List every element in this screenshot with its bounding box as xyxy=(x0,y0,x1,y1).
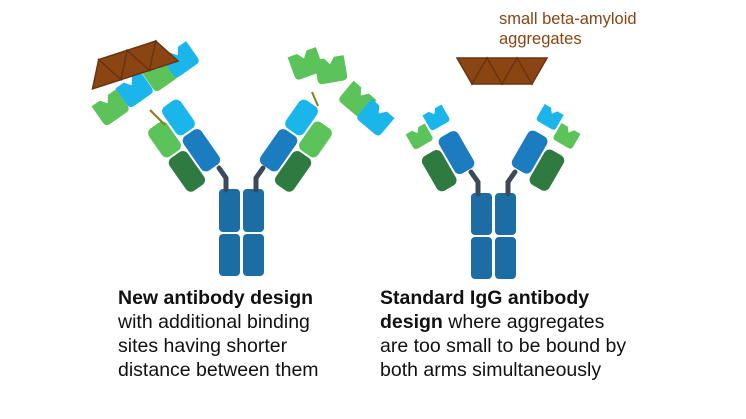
aggregate-free xyxy=(456,57,548,85)
aggregates-label-line1: small beta-amyloid xyxy=(499,10,637,28)
fc-heavy-left-upper xyxy=(219,189,240,232)
light-chain-cl-r xyxy=(274,151,312,192)
fc-std-left-lower xyxy=(471,237,492,279)
std-left-arm xyxy=(405,104,475,192)
new-design-line-3: distance between them xyxy=(118,359,319,381)
standard-design-line-3: are too small to be bound by xyxy=(380,335,627,357)
heavy-chain-vh-r xyxy=(285,99,318,136)
standard-design-line-4: both arms simultaneously xyxy=(380,359,602,381)
right-arm xyxy=(259,99,332,192)
new-antibody xyxy=(83,35,395,276)
fc-heavy-right-lower xyxy=(243,234,264,276)
standard-design-caption: Standard IgG antibody design where aggre… xyxy=(380,286,710,382)
standard-antibody xyxy=(405,57,581,279)
fc-heavy-right-upper xyxy=(243,189,264,232)
linker-right xyxy=(311,91,319,107)
aggregates-label-line2: aggregates xyxy=(499,30,582,48)
hinge-right xyxy=(253,165,266,193)
hinge-left xyxy=(216,165,229,193)
fc-std-right-upper xyxy=(495,193,516,235)
fc-std-left-upper xyxy=(471,193,492,235)
extra-binding-left xyxy=(91,41,201,127)
aggregates-label: small beta-amyloid aggregates xyxy=(499,9,637,49)
light-chain-cl xyxy=(168,151,206,192)
new-design-line-2: sites having shorter xyxy=(118,335,288,357)
standard-design-title-2: design xyxy=(380,311,443,333)
hinge-std-left xyxy=(468,169,481,197)
standard-design-title-1: Standard IgG antibody xyxy=(380,287,590,309)
heavy-chain-ch1 xyxy=(182,129,221,172)
left-arm xyxy=(148,99,221,192)
fc-heavy-left-lower xyxy=(219,234,240,276)
light-chain-vl xyxy=(148,121,181,158)
extra-binding-right xyxy=(287,47,395,138)
standard-design-line-2: design where aggregates xyxy=(380,310,710,334)
hinge-std-right xyxy=(505,169,518,197)
extra-vh-right xyxy=(314,55,348,85)
heavy-chain-vh xyxy=(162,99,195,136)
linker-left xyxy=(149,109,166,126)
light-chain-vl-r xyxy=(299,121,332,158)
new-design-title: New antibody design xyxy=(118,287,314,309)
std-right-arm xyxy=(511,104,581,191)
new-design-caption: New antibody design with additional bind… xyxy=(118,286,358,382)
standard-design-line-2-rest: where aggregates xyxy=(442,311,605,333)
new-design-line-1: with additional binding xyxy=(118,311,310,333)
heavy-chain-ch1-r xyxy=(259,129,298,172)
fc-std-right-lower xyxy=(495,237,516,279)
